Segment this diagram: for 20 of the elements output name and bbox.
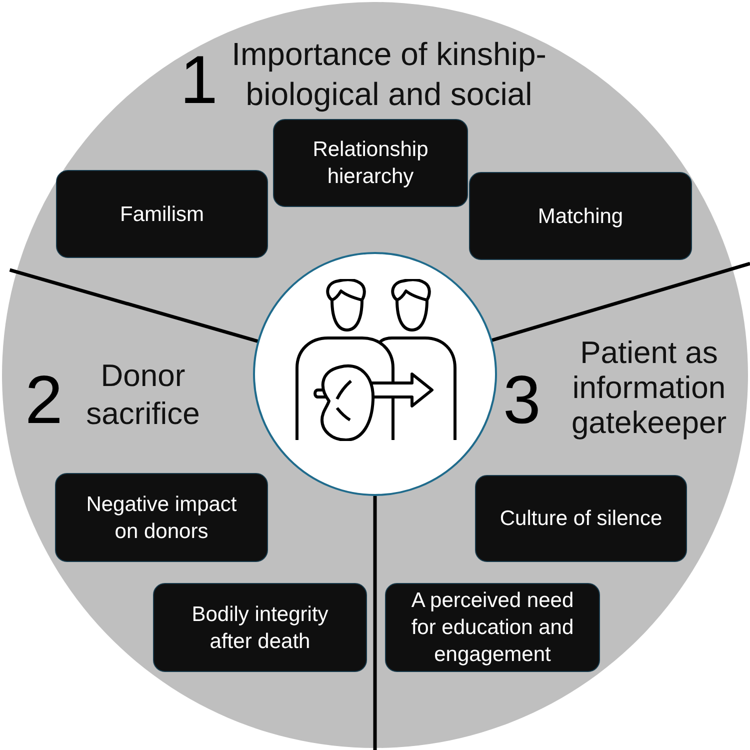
subtheme-card	[56, 170, 268, 258]
section-heading: Patient as information gatekeeper	[570, 335, 728, 440]
subtheme-card	[273, 119, 468, 207]
subtheme-label: Familism	[120, 202, 204, 228]
subtheme-label: Negative impact on donors	[85, 492, 238, 544]
section-heading: Donor sacrifice	[85, 357, 201, 433]
section-heading: Importance of kinship- biological and social	[230, 35, 548, 114]
subtheme-card	[385, 583, 600, 672]
subtheme-label: Bodily integrity after death	[190, 602, 330, 654]
subtheme-label: Relationship hierarchy	[312, 137, 430, 190]
subtheme-label: Culture of silence	[500, 506, 662, 532]
subtheme-label: Matching	[538, 204, 624, 230]
section-number: 3	[503, 371, 541, 429]
subtheme-label: A perceived need for education and engagement	[410, 588, 575, 668]
section-number: 1	[180, 51, 218, 109]
section-number: 2	[25, 371, 63, 429]
subtheme-card	[55, 473, 268, 562]
subtheme-card	[153, 583, 367, 672]
subtheme-card	[475, 475, 687, 562]
subtheme-card	[469, 172, 692, 260]
